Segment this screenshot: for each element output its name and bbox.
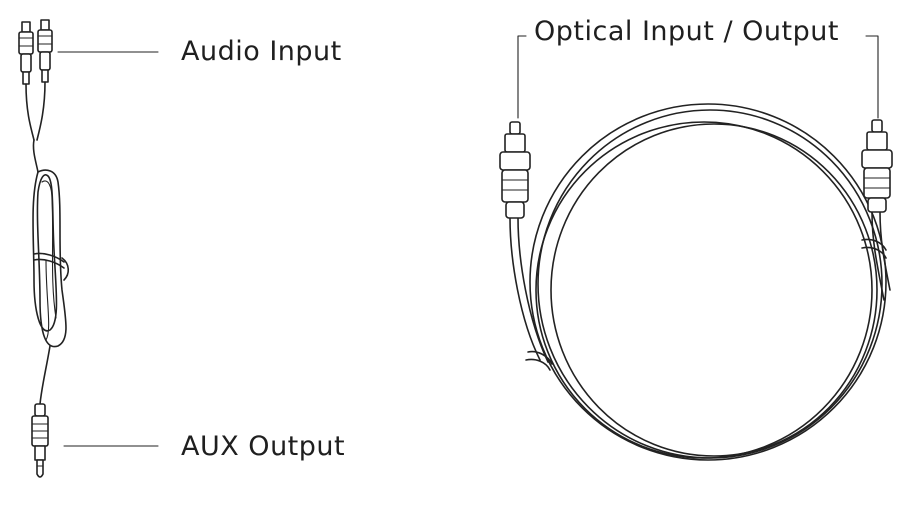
rca-plug-right-icon — [37, 19, 53, 83]
rca-aux-cable — [18, 19, 70, 478]
rca-plug-left-icon — [18, 21, 34, 85]
optical-label: Optical Input / Output — [534, 16, 839, 47]
aux-plug-icon — [31, 403, 49, 478]
cable-coil-icon — [509, 103, 891, 461]
audio-input-label: Audio Input — [181, 36, 342, 67]
optical-bracket-leader — [517, 35, 879, 119]
optical-plug-right-icon — [861, 119, 893, 213]
optical-plug-left-icon — [499, 121, 531, 219]
aux-output-label: AUX Output — [181, 431, 346, 462]
